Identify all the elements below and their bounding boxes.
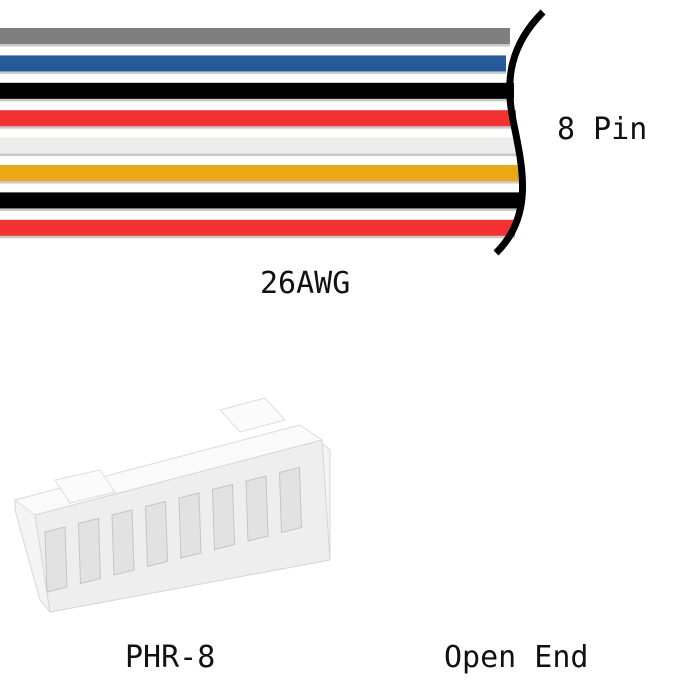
open-end-label: Open End: [444, 640, 589, 675]
cable-break-curve: [493, 9, 546, 256]
connector-pin-slot: [44, 526, 68, 593]
wire-1: [0, 28, 510, 44]
connector-pin-slot: [111, 509, 135, 576]
connector-pin-slot: [278, 466, 303, 534]
phr-8-connector: [13, 397, 331, 613]
connector-label: PHR-8: [125, 640, 216, 675]
wire-7: [0, 192, 524, 209]
connector-pin-slot: [245, 475, 269, 542]
pin-count-label: 8 Pin: [557, 112, 648, 147]
wire-8: [0, 219, 515, 236]
wire-gauge-label: 26AWG: [260, 266, 351, 301]
wire-3: [0, 82, 514, 99]
wire-6: [0, 165, 522, 181]
connector-pin-slot: [144, 500, 169, 568]
ribbon-cable: [0, 28, 524, 239]
wire-4: [0, 110, 516, 127]
wire-5: [0, 137, 518, 154]
wire-2: [0, 55, 506, 72]
connector-pin-slot: [77, 517, 102, 585]
connector-pin-slot: [211, 483, 236, 551]
connector-pin-slot: [178, 492, 202, 559]
